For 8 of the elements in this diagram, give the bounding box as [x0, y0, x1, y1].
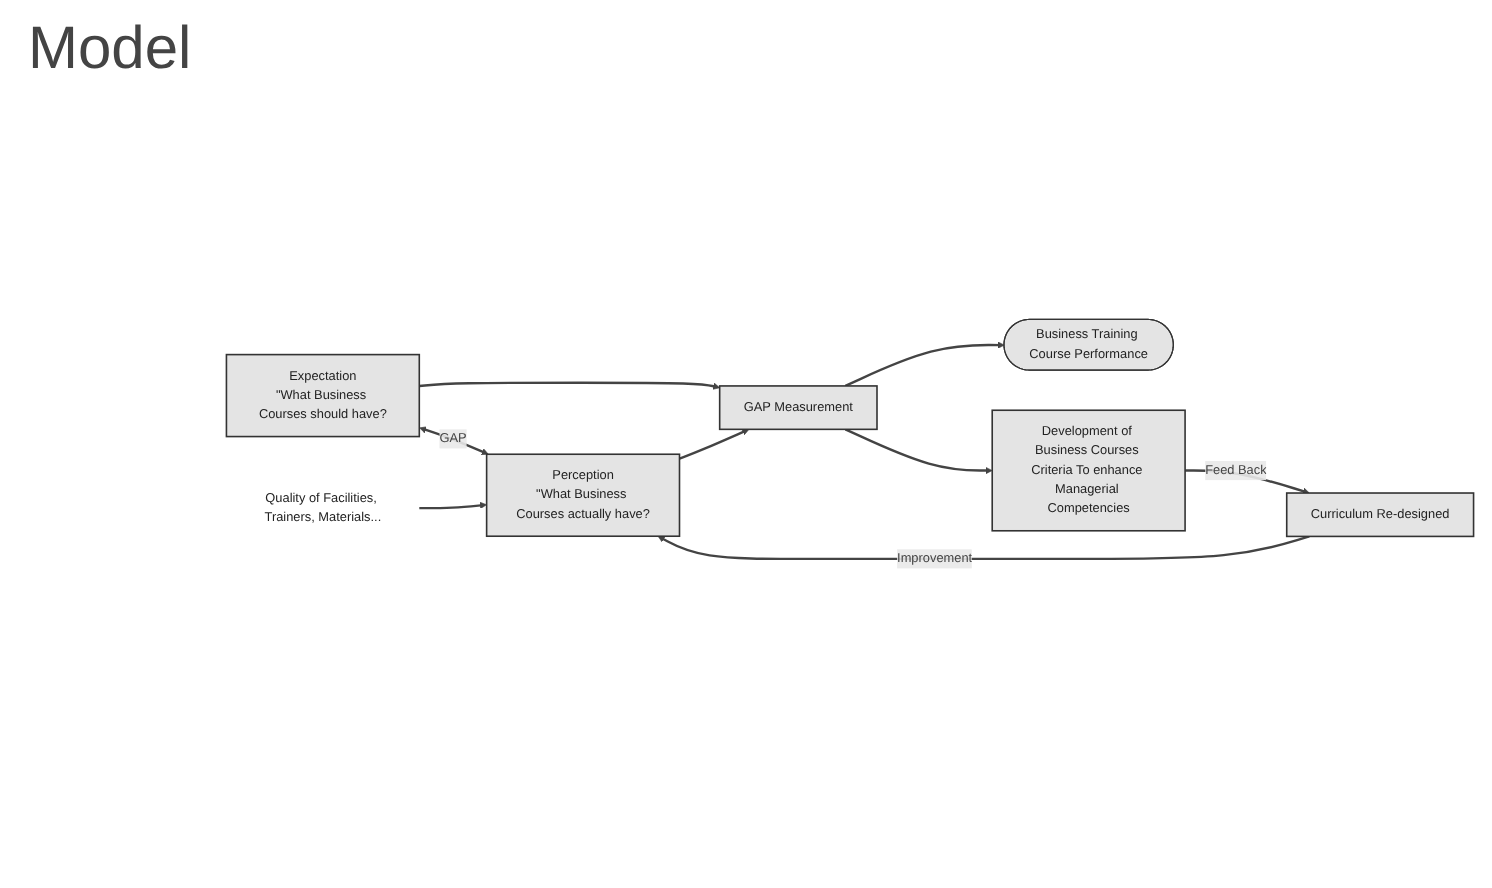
arrow [657, 535, 1310, 561]
arrow [419, 501, 487, 510]
diagram-title: Model [28, 16, 192, 84]
arrow [679, 428, 750, 460]
arrow [419, 381, 720, 390]
arrow [419, 426, 489, 455]
arrow [844, 428, 993, 475]
arrow [844, 341, 1005, 388]
